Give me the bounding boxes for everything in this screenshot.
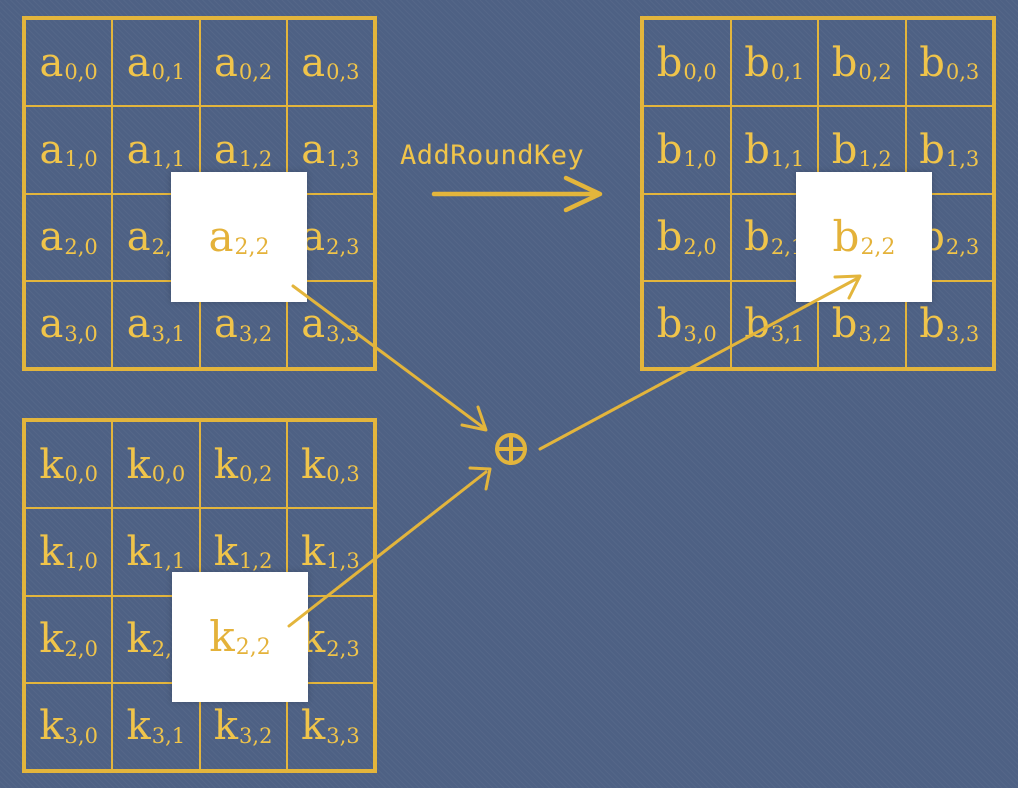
arrow-xor-to-b-head [833, 274, 862, 300]
arrow-xor-to-b [538, 276, 860, 451]
addroundkey-caption: AddRoundKey [400, 140, 585, 171]
arrow-a-to-xor-head [460, 405, 488, 432]
arrow-k-to-xor [287, 470, 488, 628]
arrow-a-to-xor [291, 284, 486, 430]
arrow-k-to-xor-head [468, 466, 492, 491]
addroundkey-arrowhead [563, 175, 603, 213]
